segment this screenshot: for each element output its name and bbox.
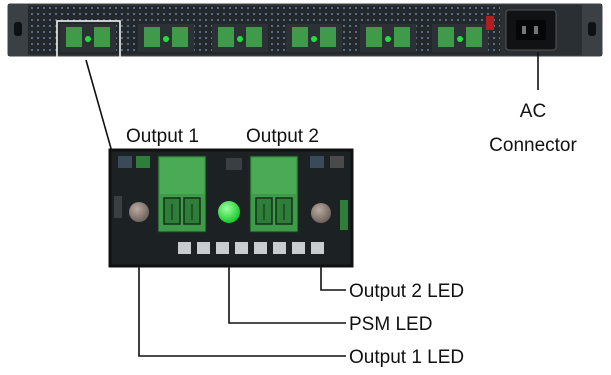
module-slot [60, 24, 116, 52]
zoom-highlight-box [56, 20, 121, 61]
module-slot [286, 24, 342, 52]
output1-led [129, 202, 149, 222]
output2-led [311, 203, 331, 223]
output2-label: Output 2 [246, 126, 319, 147]
output2-led-label: Output 2 LED [349, 281, 464, 302]
output1-led-label: Output 1 LED [349, 347, 464, 368]
psm-led-label: PSM LED [349, 314, 432, 335]
module-slots [60, 24, 488, 52]
zoom-leader-line [85, 59, 113, 153]
ac-connector-label-line1: AC [520, 101, 546, 122]
bottom-chip-row [178, 242, 324, 254]
rack-chassis [7, 3, 603, 61]
module-slot [138, 24, 194, 52]
psm-led [218, 201, 240, 223]
output2-terminal-block [249, 155, 299, 233]
module-slot [432, 24, 488, 52]
module-slot [360, 24, 416, 52]
output1-terminal-block [157, 155, 207, 233]
zoomed-module-panel [108, 148, 354, 268]
ac-connector-label-line2: Connector [489, 135, 577, 156]
output1-label: Output 1 [126, 126, 199, 147]
module-slot [212, 24, 268, 52]
power-switch [486, 16, 494, 30]
